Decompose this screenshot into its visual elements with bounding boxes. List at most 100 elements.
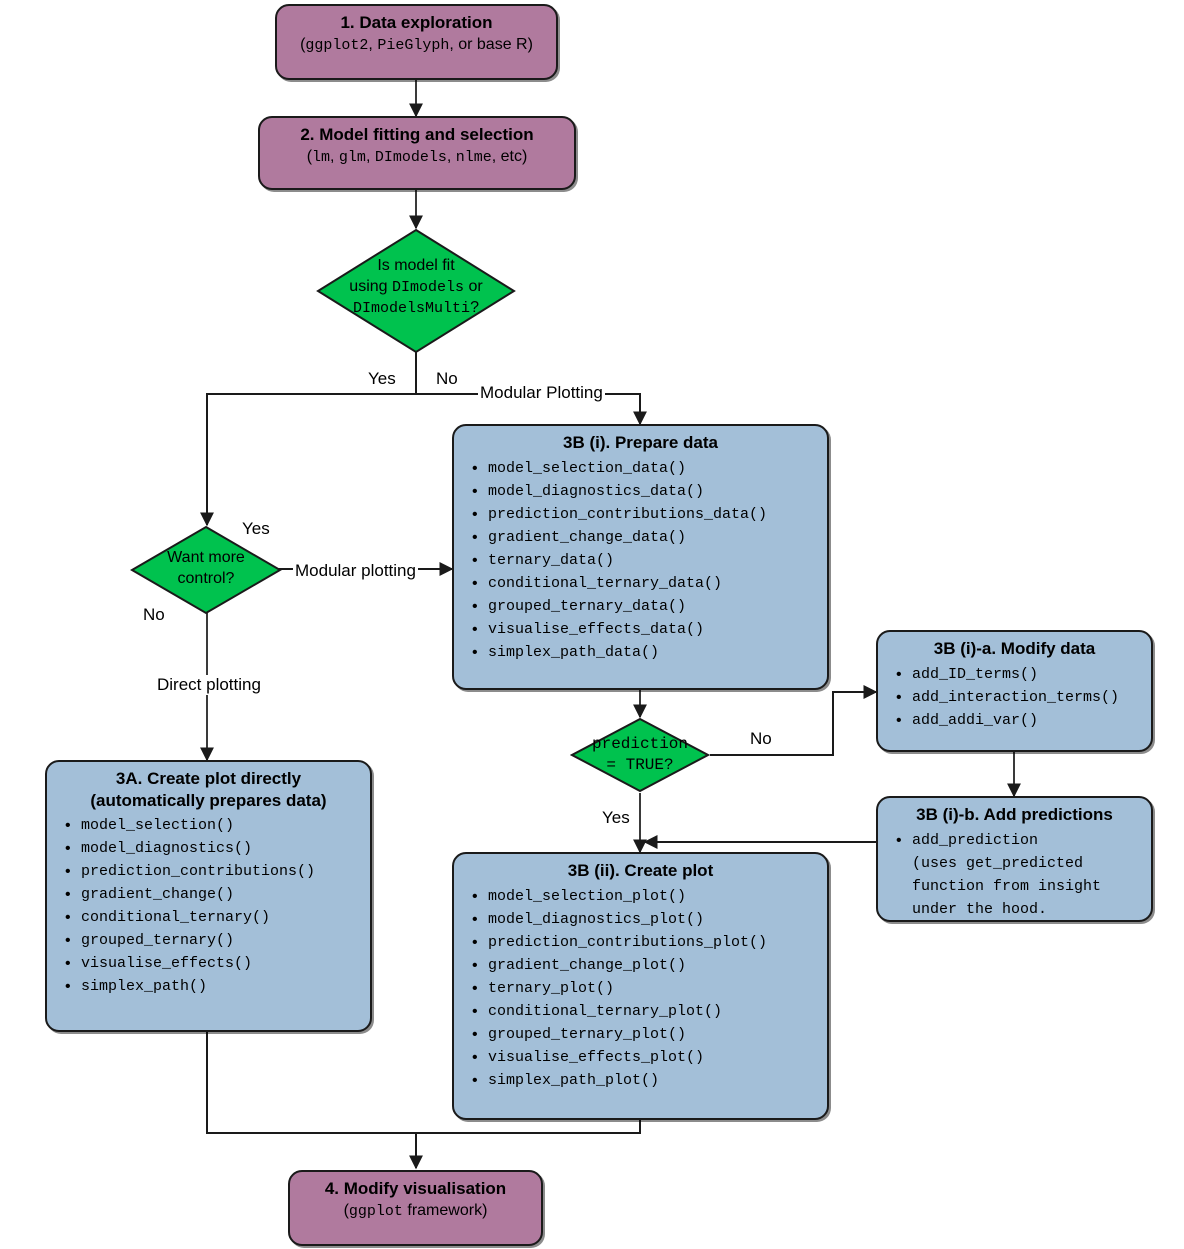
function-list: model_selection_plot() model_diagnostics… [454,885,827,1092]
edge-3a-step4 [206,1032,423,1170]
node-create-plot[interactable]: 3B (ii). Create plot model_selection_plo… [452,852,829,1120]
text-fragment: framework) [402,1201,488,1219]
text-fragment: or [464,278,483,295]
code-dimodels: DImodels [374,148,447,166]
code-ggplot: ggplot [348,1202,403,1220]
text-fragment: ( [306,147,313,165]
decision-want-more-control[interactable]: Want more control? [130,525,282,615]
node-title: 3B (i)-a. Modify data [933,639,1096,658]
code-nlme: nlme [455,148,492,166]
decision-line-1: Is model fit [377,257,455,274]
code-insight: insight [1038,877,1102,895]
node-create-plot-directly[interactable]: 3A. Create plot directly (automatically … [45,760,372,1032]
text-fragment: , or base R) [449,35,533,53]
node-data-exploration[interactable]: 1. Data exploration (ggplot2, PieGlyph, … [275,4,558,80]
list-item: model_selection_plot() [472,885,819,908]
list-item: gradient_change_plot() [472,954,819,977]
decision-line-2: control? [177,570,235,587]
list-item: add_interaction_terms() [896,686,1143,709]
node-subtitle: (ggplot2, PieGlyph, or base R) [277,35,556,61]
node-title: 3B (ii). Create plot [567,861,714,880]
edge-label-decision2-modular: Modular plotting [293,561,418,581]
diamond-shape [130,525,282,615]
node-prepare-data[interactable]: 3B (i). Prepare data model_selection_dat… [452,424,829,690]
function-list: add_prediction(uses get_predictedfunctio… [878,829,1151,921]
node-title: 3B (i). Prepare data [563,433,718,452]
list-item: model_selection() [65,814,362,837]
node-subtitle: (ggplot framework) [290,1201,541,1227]
list-item: simplex_path_data() [472,641,819,664]
node-title: 3B (i)-b. Add predictions [916,805,1113,824]
decision-line-1: prediction [591,735,688,753]
node-modify-data[interactable]: 3B (i)-a. Modify data add_ID_terms() add… [876,630,1153,752]
text-fragment: , [446,147,456,165]
code-add-prediction: add_prediction [912,831,1039,849]
list-item: ternary_plot() [472,977,819,1000]
node-title-secondary: (automatically prepares data) [90,790,327,810]
list-item: prediction_contributions_data() [472,503,819,526]
edge-label-decision1-yes: Yes [366,369,398,389]
node-subtitle: (lm, glm, DImodels, nlme, etc) [260,147,574,173]
node-model-fitting[interactable]: 2. Model fitting and selection (lm, glm,… [258,116,576,190]
list-item: add_prediction(uses get_predictedfunctio… [896,829,1143,921]
decision-model-fit-dimodels[interactable]: Is model fit using DImodels or DImodelsM… [316,228,516,354]
list-item: gradient_change_data() [472,526,819,549]
code-dimodels: DImodels [392,279,465,296]
list-item: simplex_path_plot() [472,1069,819,1092]
node-title: 2. Model fitting and selection [300,125,534,144]
text-fragment: ? [470,299,479,316]
list-item: visualise_effects() [65,952,362,975]
code-glm: glm [338,148,366,166]
list-item: conditional_ternary_plot() [472,1000,819,1023]
text-fragment: , etc) [491,147,528,165]
text-fragment: function from [912,877,1039,895]
decision-prediction-true[interactable]: prediction = TRUE? [570,717,710,793]
decision-line-2: using DImodels or [316,276,516,298]
list-item: prediction_contributions() [65,860,362,883]
list-item: visualise_effects_plot() [472,1046,819,1069]
edge-label-decision3-yes: Yes [600,808,632,828]
edge-decision1-yes [200,393,416,527]
edge-label-decision1-no: No [434,369,460,389]
list-item: grouped_ternary() [65,929,362,952]
text-fragment: , [368,35,378,53]
list-item: add_addi_var() [896,709,1143,732]
list-item: conditional_ternary_data() [472,572,819,595]
decision-line-1: Want more [167,549,245,566]
list-item: grouped_ternary_data() [472,595,819,618]
code-ggplot2: ggplot2 [305,36,369,54]
list-item: ternary_data() [472,549,819,572]
decision-line-2: = TRUE? [606,756,674,774]
list-item: visualise_effects_data() [472,618,819,641]
function-list: model_selection_data() model_diagnostics… [454,457,827,664]
decision-line-3: DImodelsMulti? [316,297,516,319]
node-add-predictions[interactable]: 3B (i)-b. Add predictions add_prediction… [876,796,1153,922]
list-item: model_diagnostics() [65,837,362,860]
list-item: grouped_ternary_plot() [472,1023,819,1046]
edge-label-decision2-no: No [141,605,167,625]
edge-decision3-no [710,685,878,756]
text-fragment: ( [300,35,306,53]
diamond-shape [570,717,710,793]
list-item: conditional_ternary() [65,906,362,929]
diamond-shape [316,228,516,354]
code-pieglyph: PieGlyph [377,36,450,54]
list-item: add_ID_terms() [896,663,1143,686]
code-get-predicted: get_predicted [966,854,1084,872]
text-fragment: ( [343,1201,349,1219]
list-item: gradient_change() [65,883,362,906]
node-title: 4. Modify visualisation [324,1179,507,1198]
text-fragment: , [365,147,375,165]
edge-label-decision3-no: No [748,729,774,749]
list-item: prediction_contributions_plot() [472,931,819,954]
edge-label-decision2-yes: Yes [240,519,272,539]
edge-3bii-merge [416,1120,641,1134]
text-fragment: using [349,278,392,295]
list-item: model_diagnostics_data() [472,480,819,503]
node-modify-visualisation[interactable]: 4. Modify visualisation (ggplot framewor… [288,1170,543,1246]
text-fragment: under the hood. [912,900,1048,918]
node-title: 3A. Create plot directly [115,769,302,788]
code-lm: lm [312,148,331,166]
edge-label-decision2-direct: Direct plotting [155,675,263,695]
